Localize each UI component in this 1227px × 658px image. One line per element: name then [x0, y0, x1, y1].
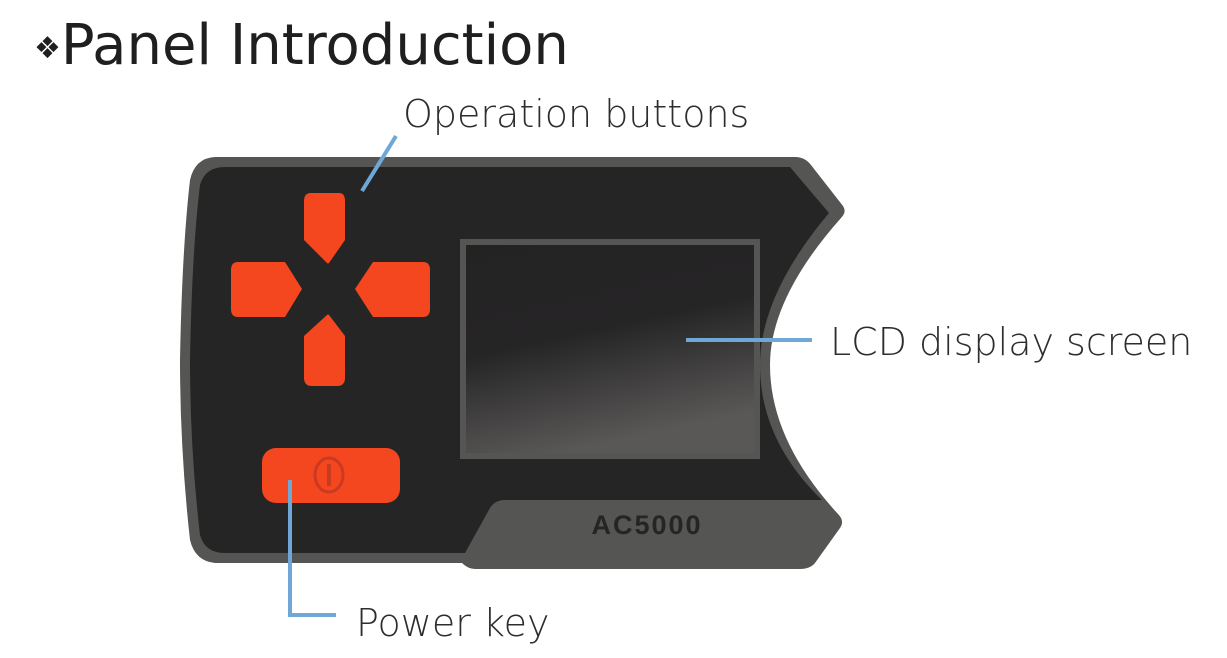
lcd-screen	[460, 239, 760, 459]
label-power-key: Power key	[356, 601, 550, 645]
dpad	[231, 193, 430, 386]
button-up[interactable]	[304, 193, 345, 264]
button-down[interactable]	[304, 314, 345, 387]
page-title: ❖Panel Introduction	[34, 13, 569, 78]
label-lcd-display: LCD display screen	[830, 320, 1192, 364]
power-key[interactable]	[262, 448, 400, 503]
label-operation-buttons: Operation buttons	[403, 92, 749, 136]
leader-operation-buttons	[360, 134, 398, 193]
power-icon	[313, 456, 345, 494]
model-name: AC5000	[591, 510, 702, 540]
button-left[interactable]	[231, 262, 302, 317]
button-right[interactable]	[355, 262, 430, 317]
leader-power-key	[288, 480, 336, 617]
